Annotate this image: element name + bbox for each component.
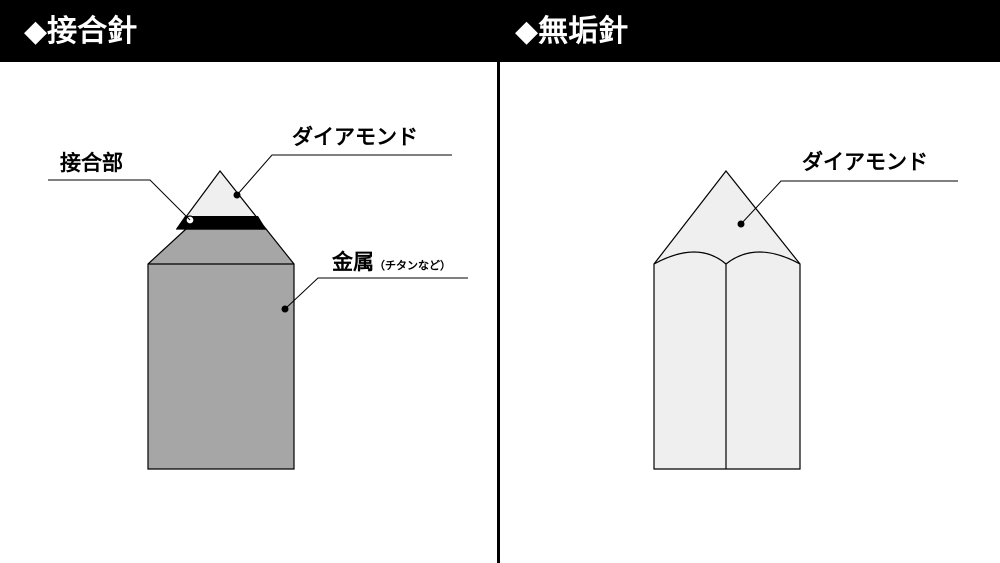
joint-label: 接合部 [60,151,123,175]
metal-label-text: 金属 [332,250,374,274]
solid-diamond-label: ダイアモンド [802,150,928,174]
facet-curve-right [725,251,801,265]
metal-leader-line [284,277,468,310]
joint-band [176,216,266,229]
facet-curve-left [653,251,727,265]
solid-needle-outline [653,170,801,470]
diamond-label: ダイアモンド [292,125,418,149]
metal-note-text: （チタンなど） [374,259,451,272]
left-panel-title: ◆接合針 [24,14,138,49]
metal-body [147,228,295,470]
panel-divider [497,62,500,563]
metal-label: 金属（チタンなど） [332,249,451,279]
header-bar [0,0,1000,62]
diamond-leader-line [236,154,452,196]
solid-needle [653,170,958,470]
solid-diamond-leader-line [740,180,958,225]
right-panel-title: ◆無垢針 [515,14,629,49]
joint-leader-line [48,179,191,221]
joined-needle [48,154,468,470]
